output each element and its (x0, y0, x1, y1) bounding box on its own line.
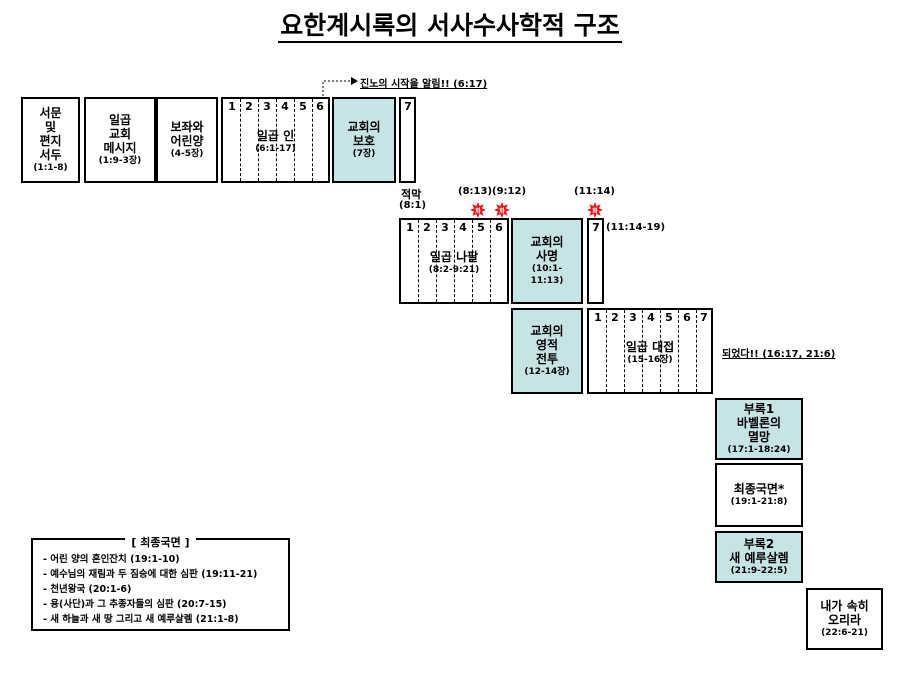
svg-text:화: 화 (475, 207, 481, 215)
seventh-seal-box: 7 (399, 97, 416, 183)
woe-burst-icon: 화 (470, 202, 486, 218)
seven-bowls-segment: 1 2 3 4 5 6 7 일곱 대접 (15-16장) (587, 308, 713, 394)
bowl-number: 6 (683, 311, 691, 324)
start-signal-note: 진노의 시작을 알림!! (6:17) (360, 79, 488, 90)
appendix2-box: 부록2 새 예루살렘 (21:9-22:5) (715, 531, 803, 583)
seals-ref: (6:1-17) (255, 144, 296, 154)
church-mission-box: 교회의 사명 (10:1- 11:13) (511, 218, 583, 304)
spiritual-warfare-box: 교회의 영적 전투 (12-14장) (511, 308, 583, 394)
seal-number: 4 (281, 100, 289, 113)
bowls-ref: (15-16장) (627, 355, 673, 365)
start-signal-arrow (322, 77, 358, 96)
bowl-number: 3 (629, 311, 637, 324)
seals-label: 일곱 인 (256, 129, 295, 143)
silence-ref: (8:1) (399, 200, 427, 211)
trumpets-ref: (8:2-9:21) (428, 265, 480, 275)
trumpet-number: 6 (495, 221, 503, 234)
woe-burst-icon: 화 (587, 202, 603, 218)
bowls-label: 일곱 대접 (625, 340, 675, 354)
bowl-number: 1 (594, 311, 602, 324)
trumpet-number: 1 (406, 221, 414, 234)
trumpet-number: 2 (423, 221, 431, 234)
bowl-number: 5 (665, 311, 673, 324)
seal-number: 5 (299, 100, 307, 113)
final-phase-legend: [ 최종국면 ] - 어린 양의 혼인잔치 (19:1-10) - 예수님의 재… (31, 536, 290, 631)
svg-text:화: 화 (499, 207, 505, 215)
page-title: 요한계시록의 서사수사학적 구조 (0, 6, 900, 43)
bowl-number: 7 (700, 311, 708, 324)
trumpet-number: 4 (459, 221, 467, 234)
throne-lamb-box: 보좌와 어린양 (4-5장) (156, 97, 218, 183)
seven-trumpets-segment: 1 2 3 4 5 6 일곱 나팔 (8:2-9:21) (399, 218, 509, 304)
silence-label: 적막 (401, 188, 422, 201)
final-phase-box: 최종국면* (19:1-21:8) (715, 463, 803, 527)
bowl-number: 2 (611, 311, 619, 324)
legend-item: - 새 하늘과 새 땅 그리고 새 예루살렘 (21:1-8) (43, 614, 239, 625)
trumpets-label: 일곱 나팔 (429, 250, 479, 264)
woe-ref-2: (9:12) (492, 186, 527, 197)
legend-title: [ 최종국면 ] (125, 536, 196, 549)
appendix1-box: 부록1 바벨론의 멸망 (17:1-18:24) (715, 398, 803, 460)
seventh-trumpet-ref: (11:14-19) (606, 222, 666, 233)
trumpet-number: 3 (441, 221, 449, 234)
seventh-trumpet-box: 7 (587, 218, 604, 304)
woe-ref-1: (8:13) (458, 186, 493, 197)
church-protection-box: 교회의 보호 (7장) (332, 97, 396, 183)
legend-item: - 용(사단)과 그 추종자들의 심판 (20:7-15) (43, 599, 227, 610)
legend-item: - 예수님의 재림과 두 짐승에 대한 심판 (19:11-21) (43, 569, 258, 580)
woe-burst-icon: 화 (494, 202, 510, 218)
legend-item: - 어린 양의 혼인잔치 (19:1-10) (43, 554, 180, 565)
seven-seals-segment: 1 2 3 4 5 6 일곱 인 (6:1-17) (221, 97, 330, 183)
seal-number: 3 (263, 100, 271, 113)
done-note: 되었다!! (16:17, 21:6) (722, 349, 836, 360)
prologue-box: 서문 및 편지 서두 (1:1-8) (21, 97, 80, 183)
woe-ref-3: (11:14) (574, 186, 615, 197)
trumpet-number: 5 (477, 221, 485, 234)
seal-number: 1 (228, 100, 236, 113)
seven-churches-box: 일곱 교회 메시지 (1:9-3장) (84, 97, 156, 183)
legend-item: - 천년왕국 (20:1-6) (43, 584, 132, 595)
bowl-number: 4 (647, 311, 655, 324)
seal-number: 2 (245, 100, 253, 113)
epilogue-box: 내가 속히 오리라 (22:6-21) (806, 588, 883, 650)
seal-number: 6 (316, 100, 324, 113)
svg-text:화: 화 (592, 207, 598, 215)
